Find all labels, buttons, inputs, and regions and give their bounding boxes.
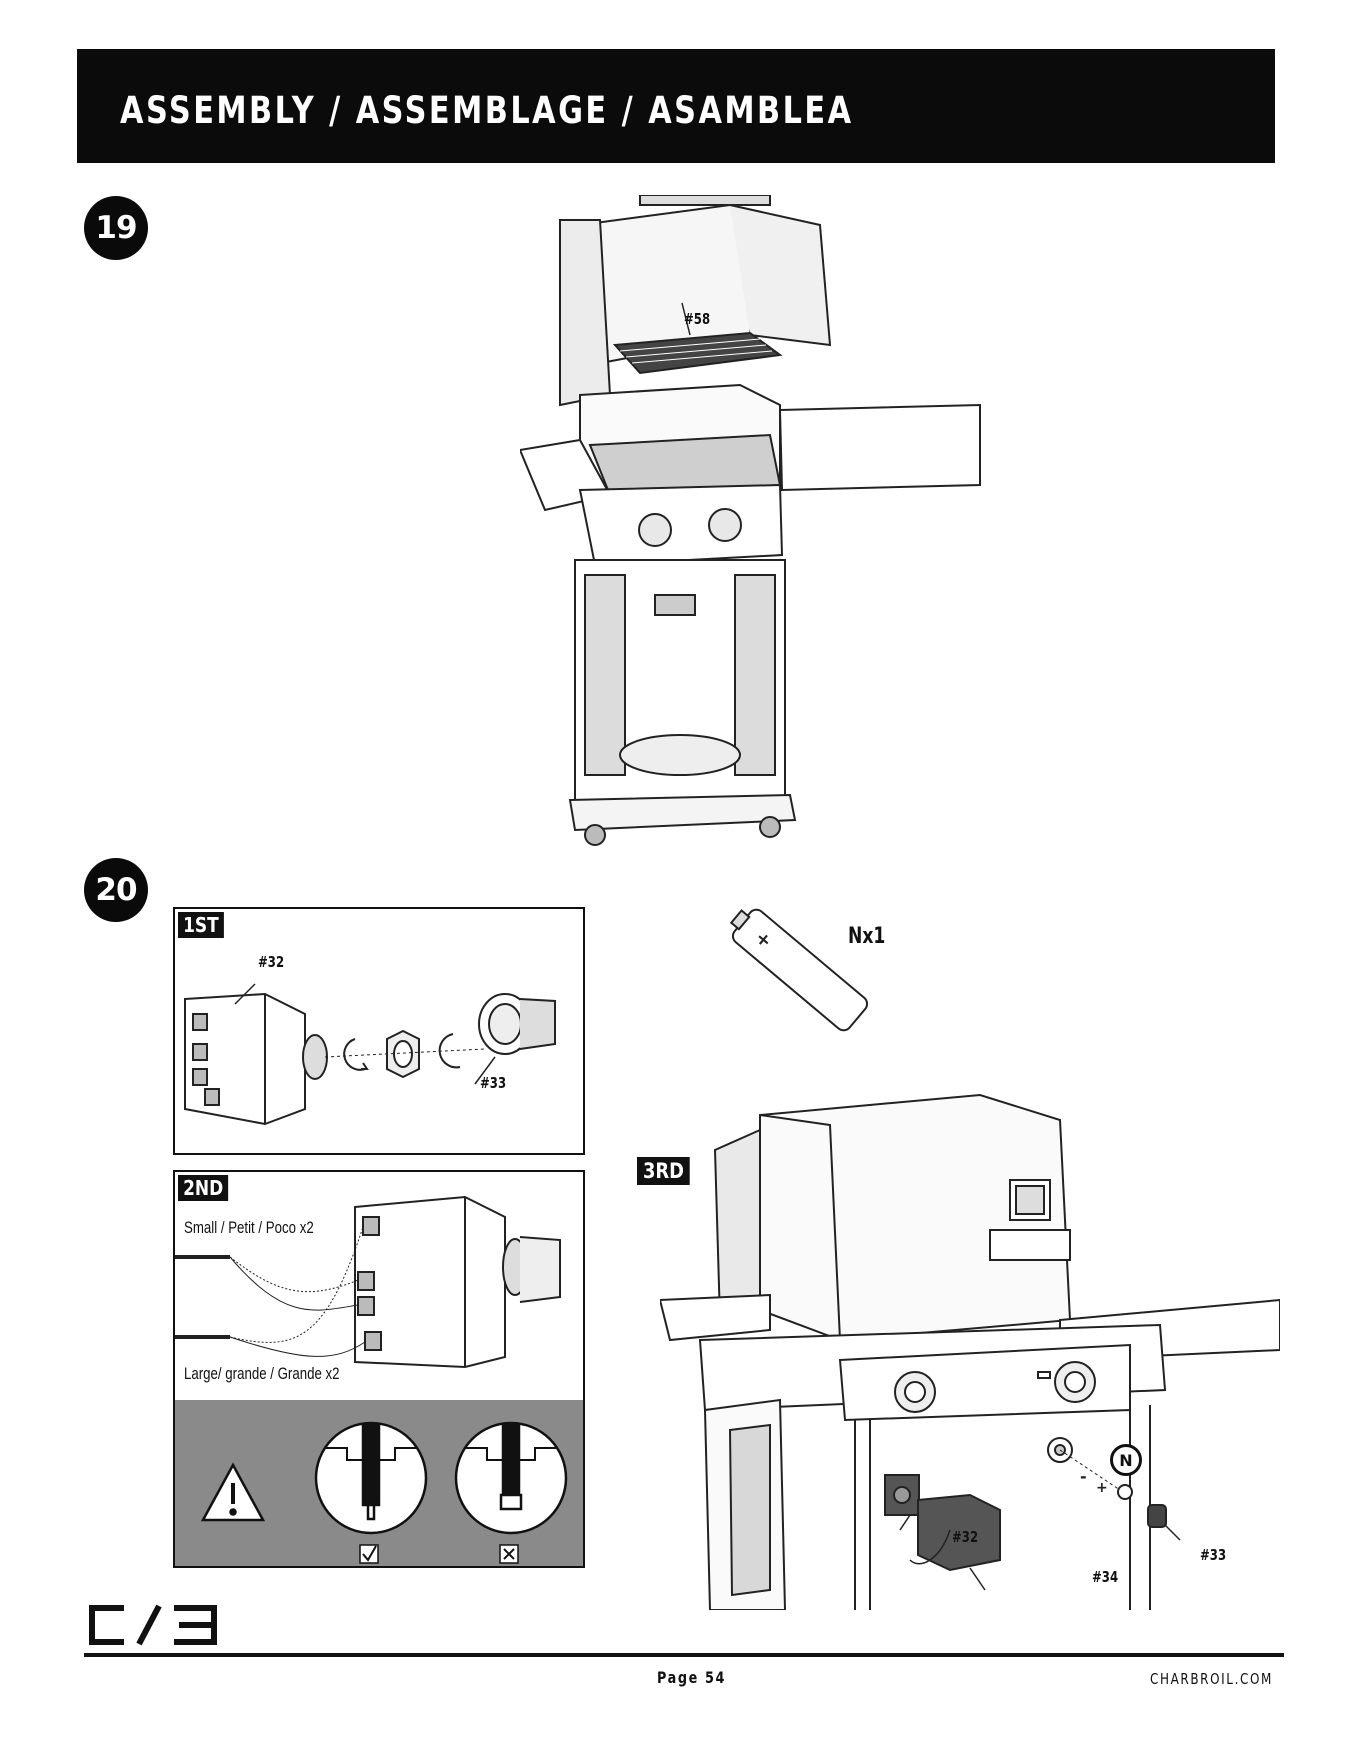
part-label-3rd-34: #34 [1092, 1568, 1118, 1586]
panel-1st: 1ST [173, 907, 585, 1155]
part-label-3rd-32: #32 [952, 1528, 978, 1546]
part-label-3rd-33: #33 [1200, 1546, 1226, 1564]
battery-count-label: Nx1 [848, 924, 885, 949]
step-20-badge: 20 [84, 858, 148, 922]
section-title: ASSEMBLY / ASSEMBLAGE / ASAMBLEA [120, 89, 854, 132]
part-label-33: #33 [480, 1074, 506, 1092]
footer-rule [84, 1653, 1284, 1657]
small-wires-label: Small / Petit / Poco x2 [184, 1218, 314, 1238]
page-number: Page 54 [657, 1668, 726, 1687]
panel-1st-illustration [175, 909, 587, 1157]
part-label-32: #32 [258, 953, 284, 971]
step-19-grill-illustration [520, 195, 990, 855]
section-header: ASSEMBLY / ASSEMBLAGE / ASAMBLEA [77, 49, 1275, 163]
svg-text:-: - [1080, 1467, 1087, 1486]
warning-band [175, 1400, 583, 1566]
wire-connection-warning-illustration [175, 1400, 587, 1566]
negative-terminal-badge: N [1110, 1444, 1142, 1476]
part-label-58: #58 [684, 310, 710, 328]
battery-illustration: + [715, 900, 885, 1040]
large-wires-label: Large/ grande / Grande x2 [184, 1364, 340, 1384]
svg-text:+: + [1096, 1480, 1108, 1496]
step-19-badge: 19 [84, 196, 148, 260]
website-link[interactable]: CHARBROIL.COM [1150, 1670, 1273, 1688]
negative-terminal-letter: N [1119, 1451, 1132, 1470]
charbroil-logo [84, 1600, 234, 1650]
